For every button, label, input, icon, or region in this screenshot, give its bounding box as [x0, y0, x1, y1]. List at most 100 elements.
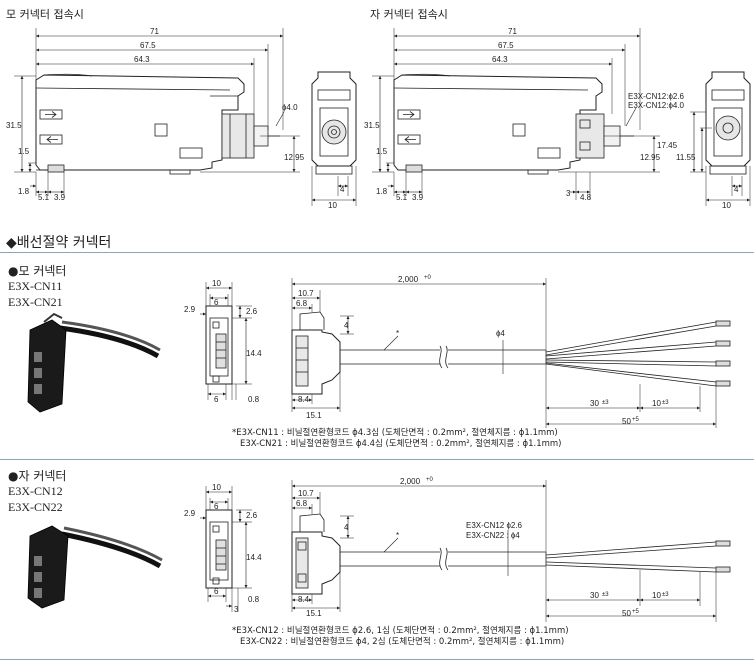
male-dim-6-bottom: 6 [214, 395, 219, 404]
male-dim-8-4: 8.4 [298, 395, 310, 404]
dim-11-55: 11.55 [676, 153, 696, 162]
male-dim-0-8: 0.8 [248, 395, 260, 404]
section-divider-2 [0, 459, 754, 460]
dim-12-95-right: 12.95 [640, 153, 661, 162]
dim-10-left-end: 10 [328, 201, 337, 210]
female-dim-10-7: 10.7 [298, 489, 314, 498]
dim-1-5-right: 1.5 [376, 147, 388, 156]
female-dim-0-8: 0.8 [248, 595, 260, 604]
male-dim-14-4: 14.4 [246, 349, 262, 358]
dim-71-right: 71 [508, 27, 517, 36]
dim-1-5-left: 1.5 [18, 147, 30, 156]
dim-67-5-left: 67.5 [140, 41, 156, 50]
dim-17-45: 17.45 [657, 141, 678, 150]
left-view-title: 모 커넥터 접속시 [6, 8, 84, 21]
dim-31-5-left: 31.5 [6, 121, 22, 130]
dim-phi4-left: ɸ4.0 [282, 103, 298, 112]
dim-64-3-right: 64.3 [492, 55, 508, 64]
male-connector-side-view [291, 278, 731, 428]
female-dim-2000: 2,000 [400, 477, 421, 486]
male-dim-6-top: 6 [214, 298, 219, 307]
male-dim-4: 4 [344, 321, 349, 330]
top-right-amplifier-side-view [372, 28, 660, 200]
female-dim-14-4: 14.4 [246, 553, 262, 562]
female-dim-4: 4 [344, 523, 349, 532]
female-model-2: E3X-CN22 [8, 500, 63, 514]
dim-3-9-left: 3.9 [54, 193, 66, 202]
female-note-1: *E3X-CN12 : 비닐절연환형코드 ɸ2.6, 1심 (도체단면적 : 0… [232, 626, 569, 636]
dim-71-left: 71 [150, 27, 159, 36]
male-dim-10-7: 10.7 [298, 289, 314, 298]
male-dim-50-tol: +5 [632, 417, 640, 423]
dim-1-8-right: 1.8 [376, 187, 388, 196]
male-dim-10b: 10 [652, 399, 661, 408]
female-dim-2-9: 2.9 [184, 509, 196, 518]
male-dim-2-9: 2.9 [184, 305, 196, 314]
male-connector-photo [27, 312, 161, 413]
dim-3-9-right: 3.9 [412, 193, 424, 202]
male-dim-10: 10 [212, 279, 221, 288]
male-connector-heading: ●모 커넥터 [8, 264, 67, 278]
female-dim-6-bottom: 6 [214, 587, 219, 596]
male-dim-50: 50 [622, 417, 631, 426]
female-connector-front-view [200, 486, 252, 612]
dim-5-1-right: 5.1 [396, 193, 408, 202]
male-model-2: E3X-CN21 [8, 295, 63, 309]
female-dim-15-1: 15.1 [306, 609, 322, 618]
female-model-1: E3X-CN12 [8, 484, 63, 498]
female-dim-2000-tol: +0 [426, 477, 434, 483]
male-star: * [396, 329, 399, 338]
cn12-phi40-label: E3X-CN12:ɸ4.0 [628, 101, 685, 110]
dim-1-8-left: 1.8 [18, 187, 30, 196]
female-note-2: E3X-CN22 : 비닐절연환형코드 ɸ4, 2심 (도체단면적 : 0.2m… [240, 637, 565, 647]
female-dim-6-top: 6 [214, 502, 219, 511]
female-dim-3: 3 [234, 605, 239, 614]
male-dim-10b-tol: ±3 [662, 400, 669, 406]
dim-10-right-end: 10 [722, 201, 731, 210]
female-dim-10: 10 [212, 483, 221, 492]
male-connector-front-view [200, 282, 252, 400]
male-note-1: *E3X-CN11 : 비닐절연환형코드 ɸ4.3심 (도체단면적 : 0.2m… [232, 428, 558, 438]
dim-5-1-left: 5.1 [38, 193, 50, 202]
female-dim-30: 30 [590, 591, 599, 600]
dim-4-left-end: 4 [340, 185, 345, 194]
dim-64-3-left: 64.3 [134, 55, 150, 64]
dim-31-5-right: 31.5 [364, 121, 380, 130]
female-dim-10b: 10 [652, 591, 661, 600]
male-model-1: E3X-CN11 [8, 279, 63, 293]
male-dim-2-6: 2.6 [246, 307, 258, 316]
bottom-divider [0, 659, 754, 660]
female-star: * [396, 531, 399, 540]
female-connector-photo [27, 525, 163, 609]
male-note-2: E3X-CN21 : 비닐절연환형코드 ɸ4.4심 (도체단면적 : 0.2mm… [240, 439, 562, 449]
female-dim-6-8: 6.8 [296, 499, 308, 508]
male-dim-2000: 2,000 [398, 275, 419, 284]
female-dim-10b-tol: ±3 [662, 592, 669, 598]
male-dim-2000-tol: +0 [424, 275, 432, 281]
dim-4-right-end: 4 [734, 185, 739, 194]
female-connector-heading: ●자 커넥터 [8, 469, 67, 483]
male-dim-30-tol: ±3 [602, 400, 609, 406]
section-title: ◆배선절약 커넥터 [6, 235, 112, 251]
dim-4-8-right: 4.8 [580, 193, 592, 202]
dim-3-right: 3 [566, 189, 571, 198]
right-view-title: 자 커넥터 접속시 [370, 8, 448, 21]
female-cn12-label: E3X-CN12 ɸ2.6 [466, 521, 523, 530]
dim-67-5-right: 67.5 [498, 41, 514, 50]
female-dim-50-tol: +5 [632, 609, 640, 615]
female-cn22-label: E3X-CN22 : ɸ4 [466, 531, 520, 540]
female-dim-50: 50 [622, 609, 631, 618]
female-dim-30-tol: ±3 [602, 592, 609, 598]
top-right-end-view [690, 71, 751, 206]
dim-12-95-left: 12.95 [284, 153, 305, 162]
female-connector-side-view [291, 480, 731, 622]
male-phi4: ɸ4 [496, 329, 505, 338]
female-dim-8-4: 8.4 [298, 595, 310, 604]
female-dim-2-6: 2.6 [246, 511, 258, 520]
top-left-amplifier-side-view [14, 28, 300, 196]
cn12-phi26-label: E3X-CN12:ɸ2.6 [628, 92, 685, 101]
dimension-labels: 71 67.5 64.3 31.5 1.5 1.8 5.1 3.9 12.95 … [6, 27, 739, 618]
male-dim-6-8: 6.8 [296, 299, 308, 308]
male-dim-30: 30 [590, 399, 599, 408]
